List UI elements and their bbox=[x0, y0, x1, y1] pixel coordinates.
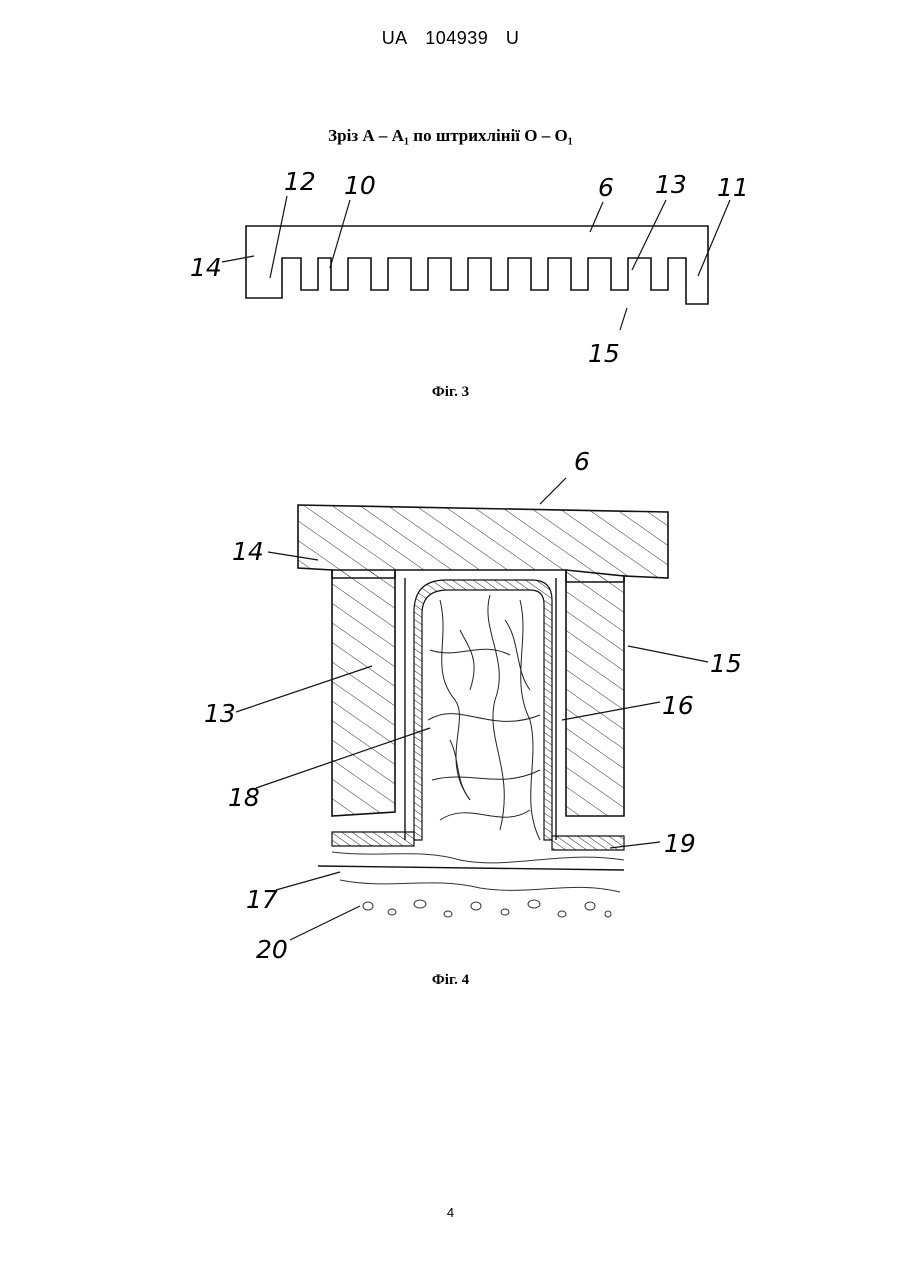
fig4-label-19: 19 bbox=[664, 829, 696, 858]
fig3-label-15: 15 bbox=[588, 339, 620, 368]
fig3-caption: Фіг. 3 bbox=[0, 384, 901, 401]
fig4-label-14: 14 bbox=[232, 537, 264, 566]
fig4-label-15: 15 bbox=[710, 649, 742, 678]
fig4-label-18: 18 bbox=[228, 783, 260, 812]
fig4-base-layer bbox=[332, 832, 624, 850]
fig3-label-12: 12 bbox=[284, 167, 316, 196]
fig4-label-17: 17 bbox=[246, 885, 278, 914]
fig3-label-6: 6 bbox=[598, 173, 614, 202]
fig4-label-13: 13 bbox=[204, 699, 236, 728]
fig4-rib-left bbox=[332, 570, 395, 816]
fig3-label-11: 11 bbox=[717, 173, 749, 202]
fig4-label-16: 16 bbox=[662, 691, 694, 720]
page-number: 4 bbox=[0, 1205, 901, 1220]
fig3-label-10: 10 bbox=[344, 171, 376, 200]
fig4-drawing: 6 14 15 13 16 18 19 17 20 bbox=[204, 447, 742, 964]
fig4-root-mass bbox=[428, 595, 540, 840]
fig4-rib-right bbox=[566, 570, 624, 816]
fig3-label-14: 14 bbox=[190, 253, 222, 282]
fig4-caption: Фіг. 4 bbox=[0, 972, 901, 989]
fig4-label-6: 6 bbox=[574, 447, 590, 476]
fig3-label-13: 13 bbox=[655, 170, 687, 199]
fig4-soil bbox=[332, 852, 624, 917]
fig3-drawing: 14 12 10 6 13 11 15 bbox=[190, 167, 749, 368]
fig4-label-20: 20 bbox=[256, 935, 288, 964]
fig3-comb-profile bbox=[246, 226, 708, 304]
